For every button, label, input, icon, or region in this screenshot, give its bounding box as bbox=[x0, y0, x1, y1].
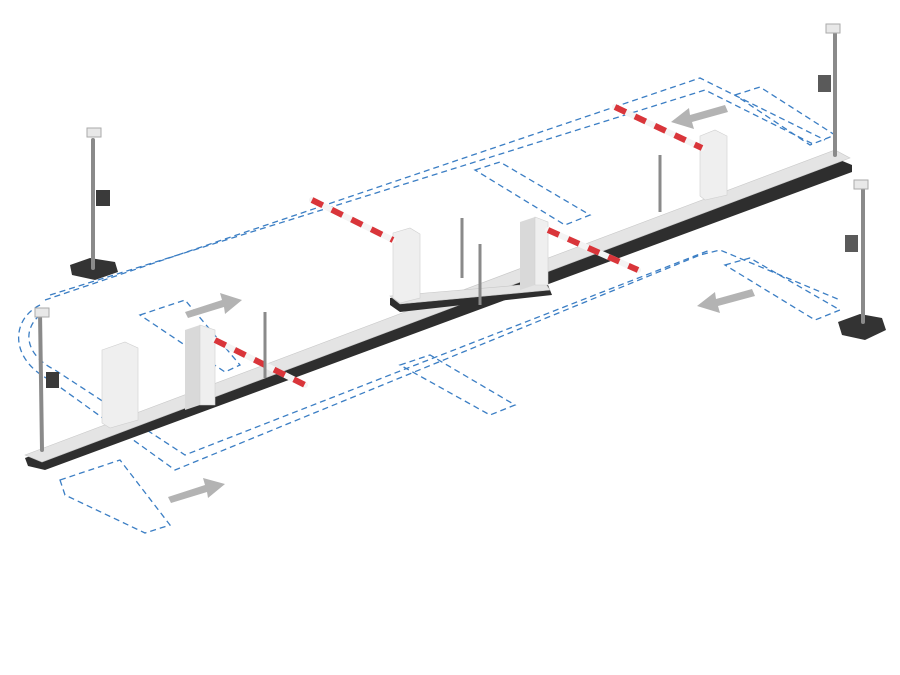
arrow-entry-upper-icon bbox=[185, 293, 242, 318]
card-reader-icon bbox=[96, 190, 110, 206]
camera-pole-right-top bbox=[818, 23, 841, 157]
camera-icon bbox=[86, 127, 102, 138]
induction-loops bbox=[17, 77, 842, 534]
barrier-gate-center-right bbox=[520, 216, 641, 290]
camera-pole-left-bottom bbox=[34, 307, 59, 452]
ticket-cabinet bbox=[101, 341, 139, 429]
loop-entry-lower bbox=[59, 459, 172, 534]
lane-outline-inner bbox=[44, 77, 826, 301]
loop-exit-top bbox=[733, 86, 837, 146]
center-island bbox=[389, 282, 552, 312]
card-reader-icon bbox=[845, 235, 858, 252]
traffic-arrows bbox=[168, 105, 755, 503]
camera-pole-right-bottom bbox=[838, 179, 886, 340]
loop-mid-lower bbox=[398, 354, 517, 416]
barrier-gate-center-left bbox=[309, 197, 421, 304]
camera-pole-left-top bbox=[70, 127, 118, 280]
card-reader-icon bbox=[818, 75, 831, 92]
barrier-gate-exit bbox=[612, 104, 728, 201]
lane-outline-outer bbox=[17, 249, 841, 471]
arrow-entry-lower-icon bbox=[168, 478, 225, 503]
barrier-gate-entry bbox=[185, 324, 308, 410]
camera-icon bbox=[853, 179, 869, 190]
arrow-exit-top-icon bbox=[671, 105, 728, 129]
arrow-exit-right-icon bbox=[697, 289, 755, 313]
loop-mid-upper bbox=[473, 161, 592, 226]
camera-icon bbox=[825, 23, 841, 34]
card-reader-icon bbox=[46, 372, 59, 388]
loop-exit-right bbox=[723, 257, 842, 321]
main-island bbox=[24, 149, 852, 470]
camera-icon bbox=[34, 307, 50, 318]
ticket-posts bbox=[263, 155, 662, 378]
